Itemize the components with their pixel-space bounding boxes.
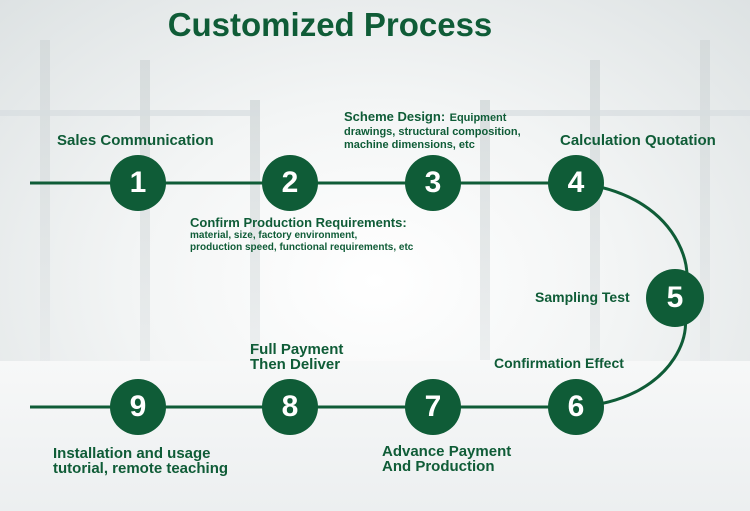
step-2-label-detail-2: production speed, functional requirement… <box>190 242 414 253</box>
step-3-label-detail-2: machine dimensions, etc <box>344 139 475 151</box>
step-8-circle: 8 <box>262 379 318 435</box>
step-4-circle: 4 <box>548 155 604 211</box>
step-8-label: Full Payment Then Deliver <box>250 342 343 372</box>
step-5-label: Sampling Test <box>535 289 630 305</box>
step-1-circle: 1 <box>110 155 166 211</box>
step-2-label-detail-1: material, size, factory environment, <box>190 230 358 241</box>
step-4-label: Calculation Quotation <box>560 132 716 149</box>
step-1-label: Sales Communication <box>57 132 214 149</box>
step-6-label: Confirmation Effect <box>494 355 624 371</box>
step-5-circle: 5 <box>646 269 704 327</box>
step-8-label-line-1: Full Payment <box>250 341 344 358</box>
step-7-circle: 7 <box>405 379 461 435</box>
step-9-label: Installation and usage tutorial, remote … <box>53 446 228 476</box>
step-6-circle: 6 <box>548 379 604 435</box>
step-3-label-main: Scheme Design: <box>344 109 446 124</box>
step-3-label-detail-1: drawings, structural composition, <box>344 126 521 138</box>
step-9-label-line-1: Installation and usage <box>53 445 211 462</box>
step-7-label-line-2: And Production <box>382 458 495 475</box>
step-7-label: Advance Payment And Production <box>382 444 511 474</box>
step-9-label-line-2: tutorial, remote teaching <box>53 460 229 477</box>
step-3-label-detail-0: Equipment <box>449 112 507 124</box>
step-3-circle: 3 <box>405 155 461 211</box>
step-2-label: Confirm Production Requirements: materia… <box>190 216 413 254</box>
page-title: Customized Process <box>167 6 493 43</box>
step-2-label-main: Confirm Production Requirements: <box>190 215 407 230</box>
step-2-circle: 2 <box>262 155 318 211</box>
step-8-label-line-2: Then Deliver <box>250 356 341 373</box>
step-3-label: Scheme Design: Equipment drawings, struc… <box>344 108 521 152</box>
step-9-circle: 9 <box>110 379 166 435</box>
step-7-label-line-1: Advance Payment <box>382 443 512 460</box>
